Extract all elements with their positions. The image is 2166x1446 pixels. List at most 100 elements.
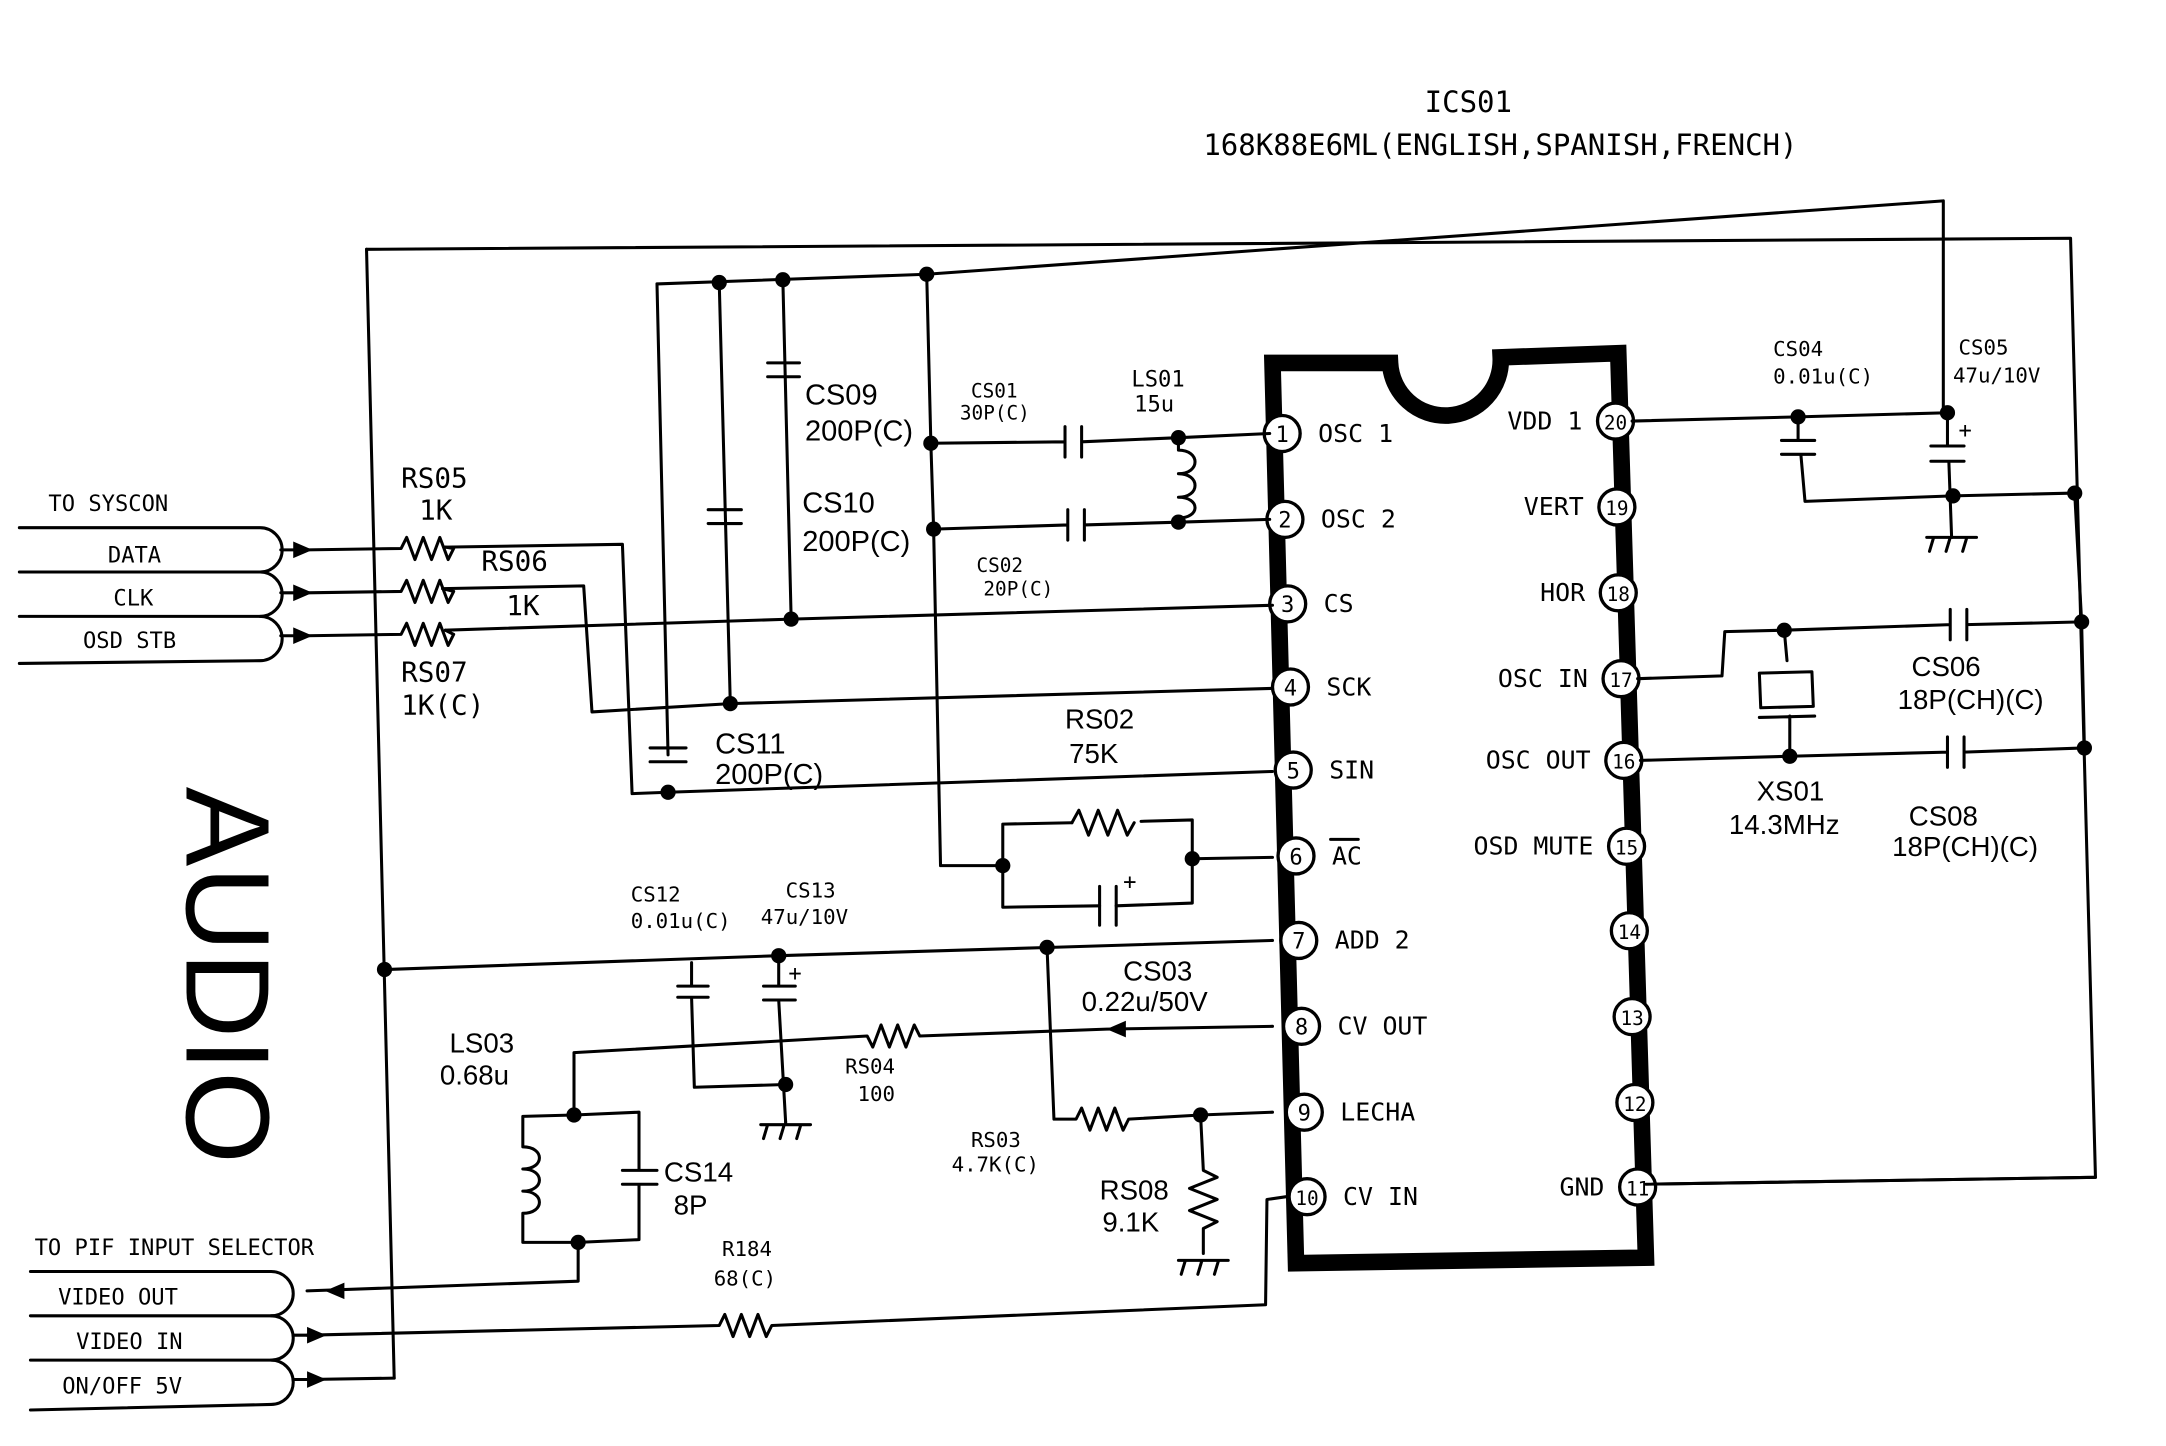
- cs12-value: 0.01u(C): [631, 909, 731, 933]
- syscon-port-osd-stb: OSD STB: [83, 628, 176, 654]
- component-labels: RS05 1K RS06 1K RS07 1K(C) CS09 200P(C) …: [401, 336, 2044, 1291]
- ic-pin-8-label: CV OUT: [1337, 1012, 1427, 1041]
- ic-pin-11-number: 11: [1626, 1177, 1649, 1200]
- ic-pin-9-number: 9: [1298, 1100, 1311, 1126]
- cs11-ref: CS11: [715, 728, 785, 760]
- pif-connector: TO PIF INPUT SELECTOR VIDEO OUT VIDEO IN…: [28, 1235, 327, 1412]
- cs11-value: 200P(C): [715, 759, 823, 791]
- rs03-ref: RS03: [971, 1128, 1021, 1152]
- cs05-value: 47u/10V: [1953, 363, 2040, 387]
- ic-pin-8-circle: [1281, 1006, 1322, 1046]
- ic-pin-4-number: 4: [1284, 675, 1297, 701]
- cs02-value: 20P(C): [983, 578, 1053, 601]
- junction-dot: [722, 695, 738, 712]
- ic-pin-15-number: 15: [1615, 837, 1638, 860]
- ic-pin-1-label: OSC 1: [1318, 419, 1393, 448]
- cs01-value: 30P(C): [960, 402, 1030, 425]
- cs04-ref: CS04: [1773, 337, 1823, 361]
- ic-pin-6-circle: [1276, 836, 1316, 876]
- ic-pin-20-label: VDD 1: [1507, 406, 1582, 435]
- rs02-ref: RS02: [1065, 704, 1134, 735]
- ls03-ref: LS03: [450, 1028, 515, 1059]
- ic-pin-3-label: CS: [1324, 589, 1354, 618]
- cv-network: +: [305, 938, 1288, 1382]
- junction-dot: [1184, 851, 1200, 867]
- junction-dot: [771, 948, 787, 964]
- pif-port-onoff-5v: ON/OFF 5V: [62, 1373, 182, 1399]
- ic-pin-19-label: VERT: [1524, 492, 1584, 521]
- junction-dot: [923, 435, 939, 451]
- r184-value: 68(C): [714, 1266, 776, 1290]
- junction-dot: [711, 274, 727, 291]
- ic-pin-19-number: 19: [1605, 497, 1628, 520]
- audio-block-label: AUDIO: [161, 787, 294, 1164]
- ic-pin-13-circle: [1612, 996, 1652, 1037]
- rs04-value: 100: [858, 1082, 895, 1106]
- ic-pin-6-label: AC: [1332, 841, 1362, 870]
- junction-dot: [919, 266, 935, 282]
- ls01-ref: LS01: [1131, 366, 1184, 392]
- syscon-port-data: DATA: [108, 542, 161, 568]
- cs03-value: 0.22u/50V: [1082, 986, 1209, 1017]
- cs01-ref: CS01: [971, 379, 1018, 402]
- cs05-ref: CS05: [1959, 336, 2009, 360]
- syscon-title: TO SYSCON: [48, 491, 168, 517]
- junction-dot: [778, 1076, 794, 1093]
- ic-pin-14-number: 14: [1618, 921, 1641, 944]
- junction-dot: [1776, 622, 1792, 638]
- ic-pin-10-circle: [1287, 1177, 1327, 1217]
- cs06-ref: CS06: [1912, 651, 1981, 682]
- ic-pin-9-label: LECHA: [1340, 1097, 1415, 1126]
- ic-pin-16-label: OSC OUT: [1486, 746, 1591, 775]
- junction-dot: [995, 858, 1011, 874]
- junction-dot: [783, 611, 799, 627]
- cs14-value: 8P: [674, 1190, 708, 1221]
- ic-pin-11-circle: [1617, 1167, 1658, 1207]
- junction-dot: [1170, 514, 1187, 530]
- syscon-port-clk: CLK: [113, 585, 154, 611]
- right-network: +: [1630, 411, 2097, 1186]
- ic-pin-4-label: SCK: [1326, 672, 1371, 701]
- svg-text:+: +: [1123, 869, 1136, 895]
- pif-port-video-in: VIDEO IN: [76, 1329, 183, 1355]
- ic-pin-5-label: SIN: [1329, 755, 1374, 784]
- rs07-ref: RS07: [401, 655, 468, 688]
- rs06-ref: RS06: [481, 545, 548, 578]
- rs06-value: 1K: [506, 589, 540, 622]
- junction-dot: [775, 272, 791, 288]
- junction-dots: [376, 266, 2093, 1251]
- ic-pin-17-number: 17: [1609, 669, 1632, 692]
- cs09-value: 200P(C): [805, 415, 913, 447]
- ic-pin-18-label: HOR: [1540, 578, 1585, 607]
- cs10-ref: CS10: [802, 487, 875, 519]
- svg-text:+: +: [1959, 418, 1972, 444]
- ic-pin-19-circle: [1597, 487, 1637, 527]
- cs09-ref: CS09: [805, 379, 878, 411]
- osc-network: +: [441, 199, 1945, 927]
- rs03-value: 4.7K(C): [952, 1153, 1039, 1177]
- cs03-ref: CS03: [1123, 956, 1192, 987]
- ic-pin-7-circle: [1279, 920, 1319, 961]
- syscon-connector: TO SYSCON DATA CLK OSD STB: [17, 491, 313, 665]
- ic-pin-11-label: GND: [1559, 1172, 1604, 1201]
- ls03-value: 0.68u: [440, 1059, 509, 1090]
- junction-dot: [1782, 748, 1798, 764]
- cs02-ref: CS02: [976, 554, 1023, 577]
- cs13-ref: CS13: [786, 879, 836, 903]
- junction-dot: [1039, 939, 1055, 955]
- junction-dot: [1170, 430, 1187, 446]
- cs08-value: 18P(CH)(C): [1892, 831, 2038, 862]
- rs05-value: 1K: [419, 493, 453, 526]
- junction-dot: [926, 521, 942, 537]
- ic-pin-17-label: OSC IN: [1498, 664, 1588, 693]
- ic-pin-2-label: OSC 2: [1321, 505, 1396, 534]
- ic-ref-label: ICS01: [1425, 85, 1512, 119]
- pif-title: TO PIF INPUT SELECTOR: [35, 1235, 315, 1261]
- ic-pin-3-number: 3: [1281, 592, 1294, 618]
- ic-pin-12-circle: [1615, 1082, 1655, 1123]
- cs10-value: 200P(C): [802, 526, 910, 558]
- ic-pin-2-number: 2: [1278, 508, 1291, 534]
- ic-pin-7-number: 7: [1292, 929, 1305, 955]
- ls01-value: 15u: [1134, 391, 1174, 417]
